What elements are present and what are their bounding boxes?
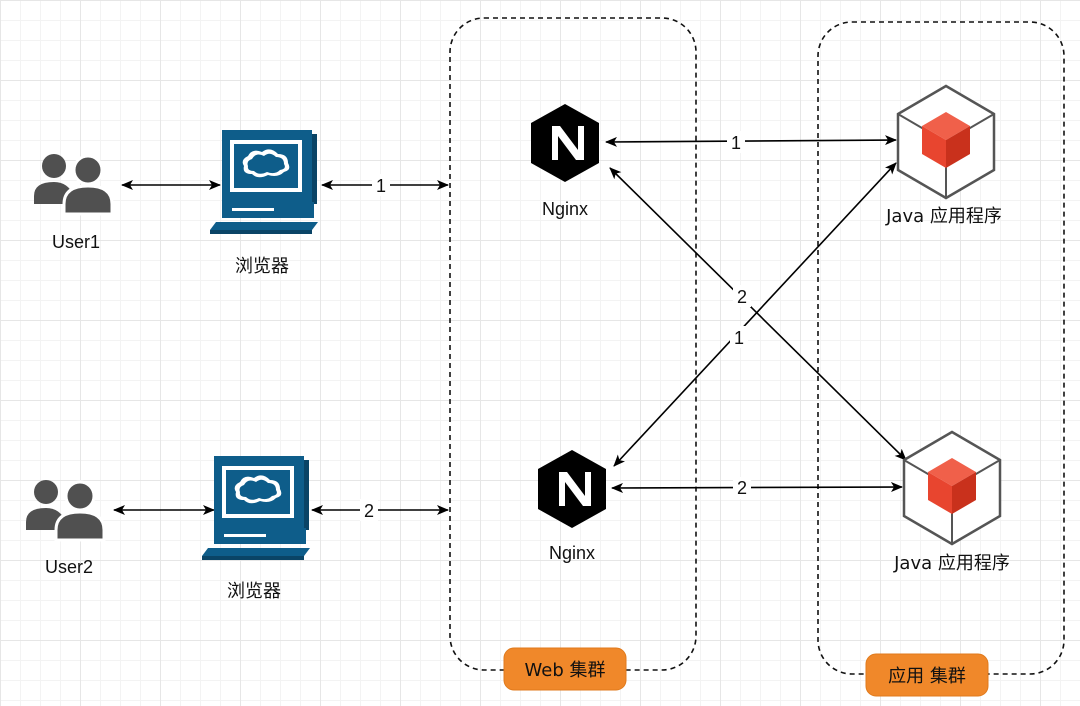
user1-label: User1	[52, 232, 100, 252]
nginx2-label: Nginx	[549, 543, 595, 563]
connectors	[113, 135, 907, 515]
user2-label: User2	[45, 557, 93, 577]
java2-node: Java 应用程序	[893, 430, 1010, 574]
browser1-node: 浏览器	[210, 130, 318, 277]
edge-label-browser2: 2	[364, 501, 374, 521]
nginx2-node: Nginx	[538, 450, 606, 563]
edge-label-browser1: 1	[376, 176, 386, 196]
java1-label: Java 应用程序	[885, 206, 1002, 227]
edge-nginx1-java1	[605, 135, 897, 147]
cube-icon	[896, 84, 996, 200]
users-icon	[32, 152, 114, 216]
edge-label-nginx1-java2: 2	[737, 287, 747, 307]
edge-java1-nginx2	[613, 162, 897, 467]
web-cluster-badge: Web 集群	[503, 647, 627, 691]
nginx1-node: Nginx	[531, 104, 599, 219]
edge-labels: 1 2 1 2 2 1	[360, 131, 751, 521]
edge-label-nginx1-java1: 1	[731, 133, 741, 153]
browser1-label: 浏览器	[235, 256, 289, 277]
users-icon	[24, 478, 106, 542]
nginx-icon	[538, 450, 606, 528]
browser2-node: 浏览器	[202, 456, 310, 602]
user1-node: User1	[32, 152, 114, 252]
web-cluster-label: Web 集群	[525, 660, 606, 681]
edge-nginx1-java2	[609, 167, 907, 461]
computer-icon	[210, 130, 318, 234]
edge-label-java1-nginx2: 1	[734, 328, 744, 348]
user2-node: User2	[24, 478, 106, 577]
java1-node: Java 应用程序	[885, 84, 1002, 227]
computer-icon	[202, 456, 310, 560]
browser2-label: 浏览器	[227, 581, 281, 602]
app-cluster-label: 应用 集群	[888, 666, 966, 687]
app-cluster-badge: 应用 集群	[865, 653, 989, 697]
java2-label: Java 应用程序	[893, 553, 1010, 574]
edge-label-nginx2-java2: 2	[737, 478, 747, 498]
edge-nginx2-java2	[611, 482, 903, 493]
nginx-icon	[531, 104, 599, 182]
nginx1-label: Nginx	[542, 199, 588, 219]
cube-icon	[902, 430, 1002, 546]
